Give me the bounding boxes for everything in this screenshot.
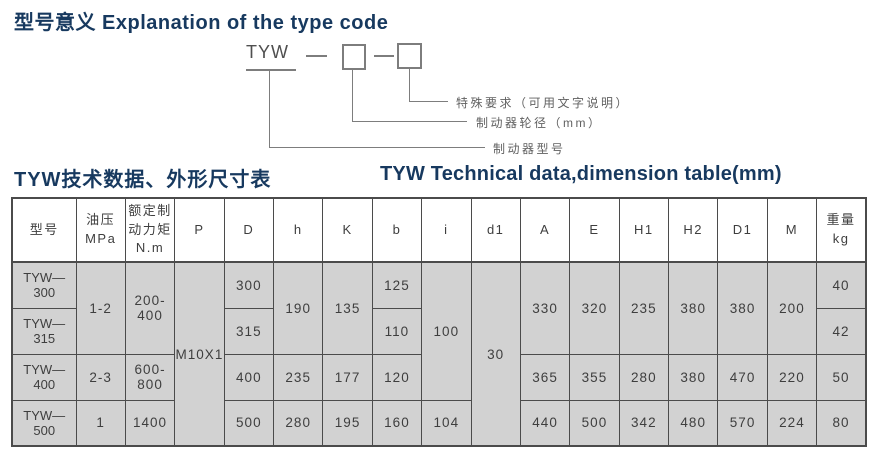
cell-r4-i: 104 bbox=[421, 399, 472, 447]
cell-r4-H2: 480 bbox=[667, 399, 719, 447]
header-row: 型号 油压 MPa 额定制 动力矩 N.m P D h K b i d1 A E… bbox=[11, 197, 867, 263]
cell-r3-b: 120 bbox=[371, 353, 423, 401]
cell-r1-h: 190 bbox=[272, 261, 324, 355]
cell-r3-model: TYW—400 bbox=[11, 353, 77, 401]
col-header-D1: D1 bbox=[717, 197, 768, 263]
cell-r4-model: TYW—500 bbox=[11, 399, 77, 447]
col-header-K: K bbox=[322, 197, 373, 263]
connector-line-special-horizontal bbox=[409, 101, 448, 102]
connector-line-wheel-vertical bbox=[352, 70, 353, 122]
table-title-english: TYW Technical data,dimension table(mm) bbox=[380, 163, 782, 185]
cell-r4-oil: 1 bbox=[75, 399, 126, 447]
cell-r1-H2: 380 bbox=[667, 261, 719, 355]
cell-r3-H2: 380 bbox=[667, 353, 719, 401]
table-row-tyw-500: TYW—500 1 1400 500 280 195 160 104 440 5… bbox=[11, 399, 867, 447]
col-header-h: h bbox=[272, 197, 324, 263]
cell-r4-H1: 342 bbox=[618, 399, 670, 447]
col-header-E: E bbox=[569, 197, 620, 263]
cell-r1-K: 135 bbox=[322, 261, 373, 355]
cell-r1-b: 125 bbox=[371, 261, 423, 309]
dash-separator-1 bbox=[306, 55, 327, 57]
connector-line-special-vertical bbox=[409, 69, 410, 102]
cell-r4-h: 280 bbox=[272, 399, 324, 447]
cell-r3-E: 355 bbox=[569, 353, 620, 401]
cell-r2-b: 110 bbox=[371, 307, 423, 355]
cell-r1-E: 320 bbox=[569, 261, 620, 355]
cell-r3-K: 177 bbox=[322, 353, 373, 401]
cell-r3-M: 220 bbox=[766, 353, 818, 401]
col-header-oil-pressure: 油压 MPa bbox=[75, 197, 126, 263]
cell-r1-oil: 1-2 bbox=[75, 261, 126, 355]
connector-line-model-vertical bbox=[269, 71, 270, 148]
cell-r2-weight: 42 bbox=[816, 307, 867, 355]
col-header-b: b bbox=[371, 197, 423, 263]
tyw-underline bbox=[246, 69, 296, 71]
page-title: 型号意义 Explanation of the type code bbox=[14, 12, 389, 34]
cell-r4-D1: 570 bbox=[717, 399, 768, 447]
cell-r1-A: 330 bbox=[519, 261, 571, 355]
code-box-diameter bbox=[342, 44, 366, 70]
col-header-A: A bbox=[519, 197, 571, 263]
cell-r3-h: 235 bbox=[272, 353, 324, 401]
cell-r1-i: 100 bbox=[421, 261, 472, 401]
col-header-i: i bbox=[421, 197, 472, 263]
cell-r1-D1: 380 bbox=[717, 261, 768, 355]
technical-data-table: 型号 油压 MPa 额定制 动力矩 N.m P D h K b i d1 A E… bbox=[11, 197, 867, 447]
cell-r4-torque: 1400 bbox=[124, 399, 176, 447]
cell-r2-D: 315 bbox=[223, 307, 275, 355]
cell-r2-model: TYW—315 bbox=[11, 307, 77, 355]
dash-separator-2 bbox=[374, 55, 394, 57]
cell-r1-model: TYW—300 bbox=[11, 261, 77, 309]
cell-r4-weight: 80 bbox=[816, 399, 867, 447]
col-header-P: P bbox=[174, 197, 225, 263]
cell-r1-D: 300 bbox=[223, 261, 275, 309]
diagram-label-wheel-diameter: 制动器轮径（mm） bbox=[476, 116, 603, 130]
connector-line-wheel-horizontal bbox=[352, 121, 467, 122]
diagram-label-brake-model: 制动器型号 bbox=[493, 142, 566, 156]
cell-r1-P: M10X1 bbox=[174, 261, 225, 447]
cell-r1-d1: 30 bbox=[470, 261, 521, 447]
cell-r1-torque: 200-400 bbox=[124, 261, 176, 355]
table-row-tyw-300: TYW—300 1-2 200-400 M10X1 300 190 135 12… bbox=[11, 261, 867, 447]
cell-r3-H1: 280 bbox=[618, 353, 670, 401]
col-header-H2: H2 bbox=[667, 197, 719, 263]
cell-r4-K: 195 bbox=[322, 399, 373, 447]
cell-r4-D: 500 bbox=[223, 399, 275, 447]
cell-r4-M: 224 bbox=[766, 399, 818, 447]
table-row-tyw-315: TYW—315 315 110 42 bbox=[11, 307, 867, 355]
col-header-D: D bbox=[223, 197, 275, 263]
cell-r3-A: 365 bbox=[519, 353, 571, 401]
col-header-d1: d1 bbox=[470, 197, 521, 263]
cell-r4-A: 440 bbox=[519, 399, 571, 447]
table-row-tyw-400: TYW—400 2-3 600-800 400 235 177 120 365 … bbox=[11, 353, 867, 401]
cell-r3-weight: 50 bbox=[816, 353, 867, 401]
connector-line-model-horizontal bbox=[269, 147, 485, 148]
cell-r3-oil: 2-3 bbox=[75, 353, 126, 401]
cell-r3-torque: 600-800 bbox=[124, 353, 176, 401]
col-header-rated-torque: 额定制 动力矩 N.m bbox=[124, 197, 176, 263]
cell-r3-D: 400 bbox=[223, 353, 275, 401]
code-box-special bbox=[397, 43, 422, 69]
cell-r3-D1: 470 bbox=[717, 353, 768, 401]
cell-r4-b: 160 bbox=[371, 399, 423, 447]
diagram-label-special-requirements: 特殊要求（可用文字说明） bbox=[456, 96, 631, 110]
col-header-M: M bbox=[766, 197, 818, 263]
cell-r4-E: 500 bbox=[569, 399, 620, 447]
cell-r1-weight: 40 bbox=[816, 261, 867, 309]
cell-r1-H1: 235 bbox=[618, 261, 670, 355]
col-header-model: 型号 bbox=[11, 197, 77, 263]
col-header-weight: 重量 kg bbox=[816, 197, 867, 263]
type-code-text: TYW bbox=[246, 42, 289, 62]
table-title-chinese: TYW技术数据、外形尺寸表 bbox=[14, 169, 272, 191]
cell-r1-M: 200 bbox=[766, 261, 818, 355]
col-header-H1: H1 bbox=[618, 197, 670, 263]
